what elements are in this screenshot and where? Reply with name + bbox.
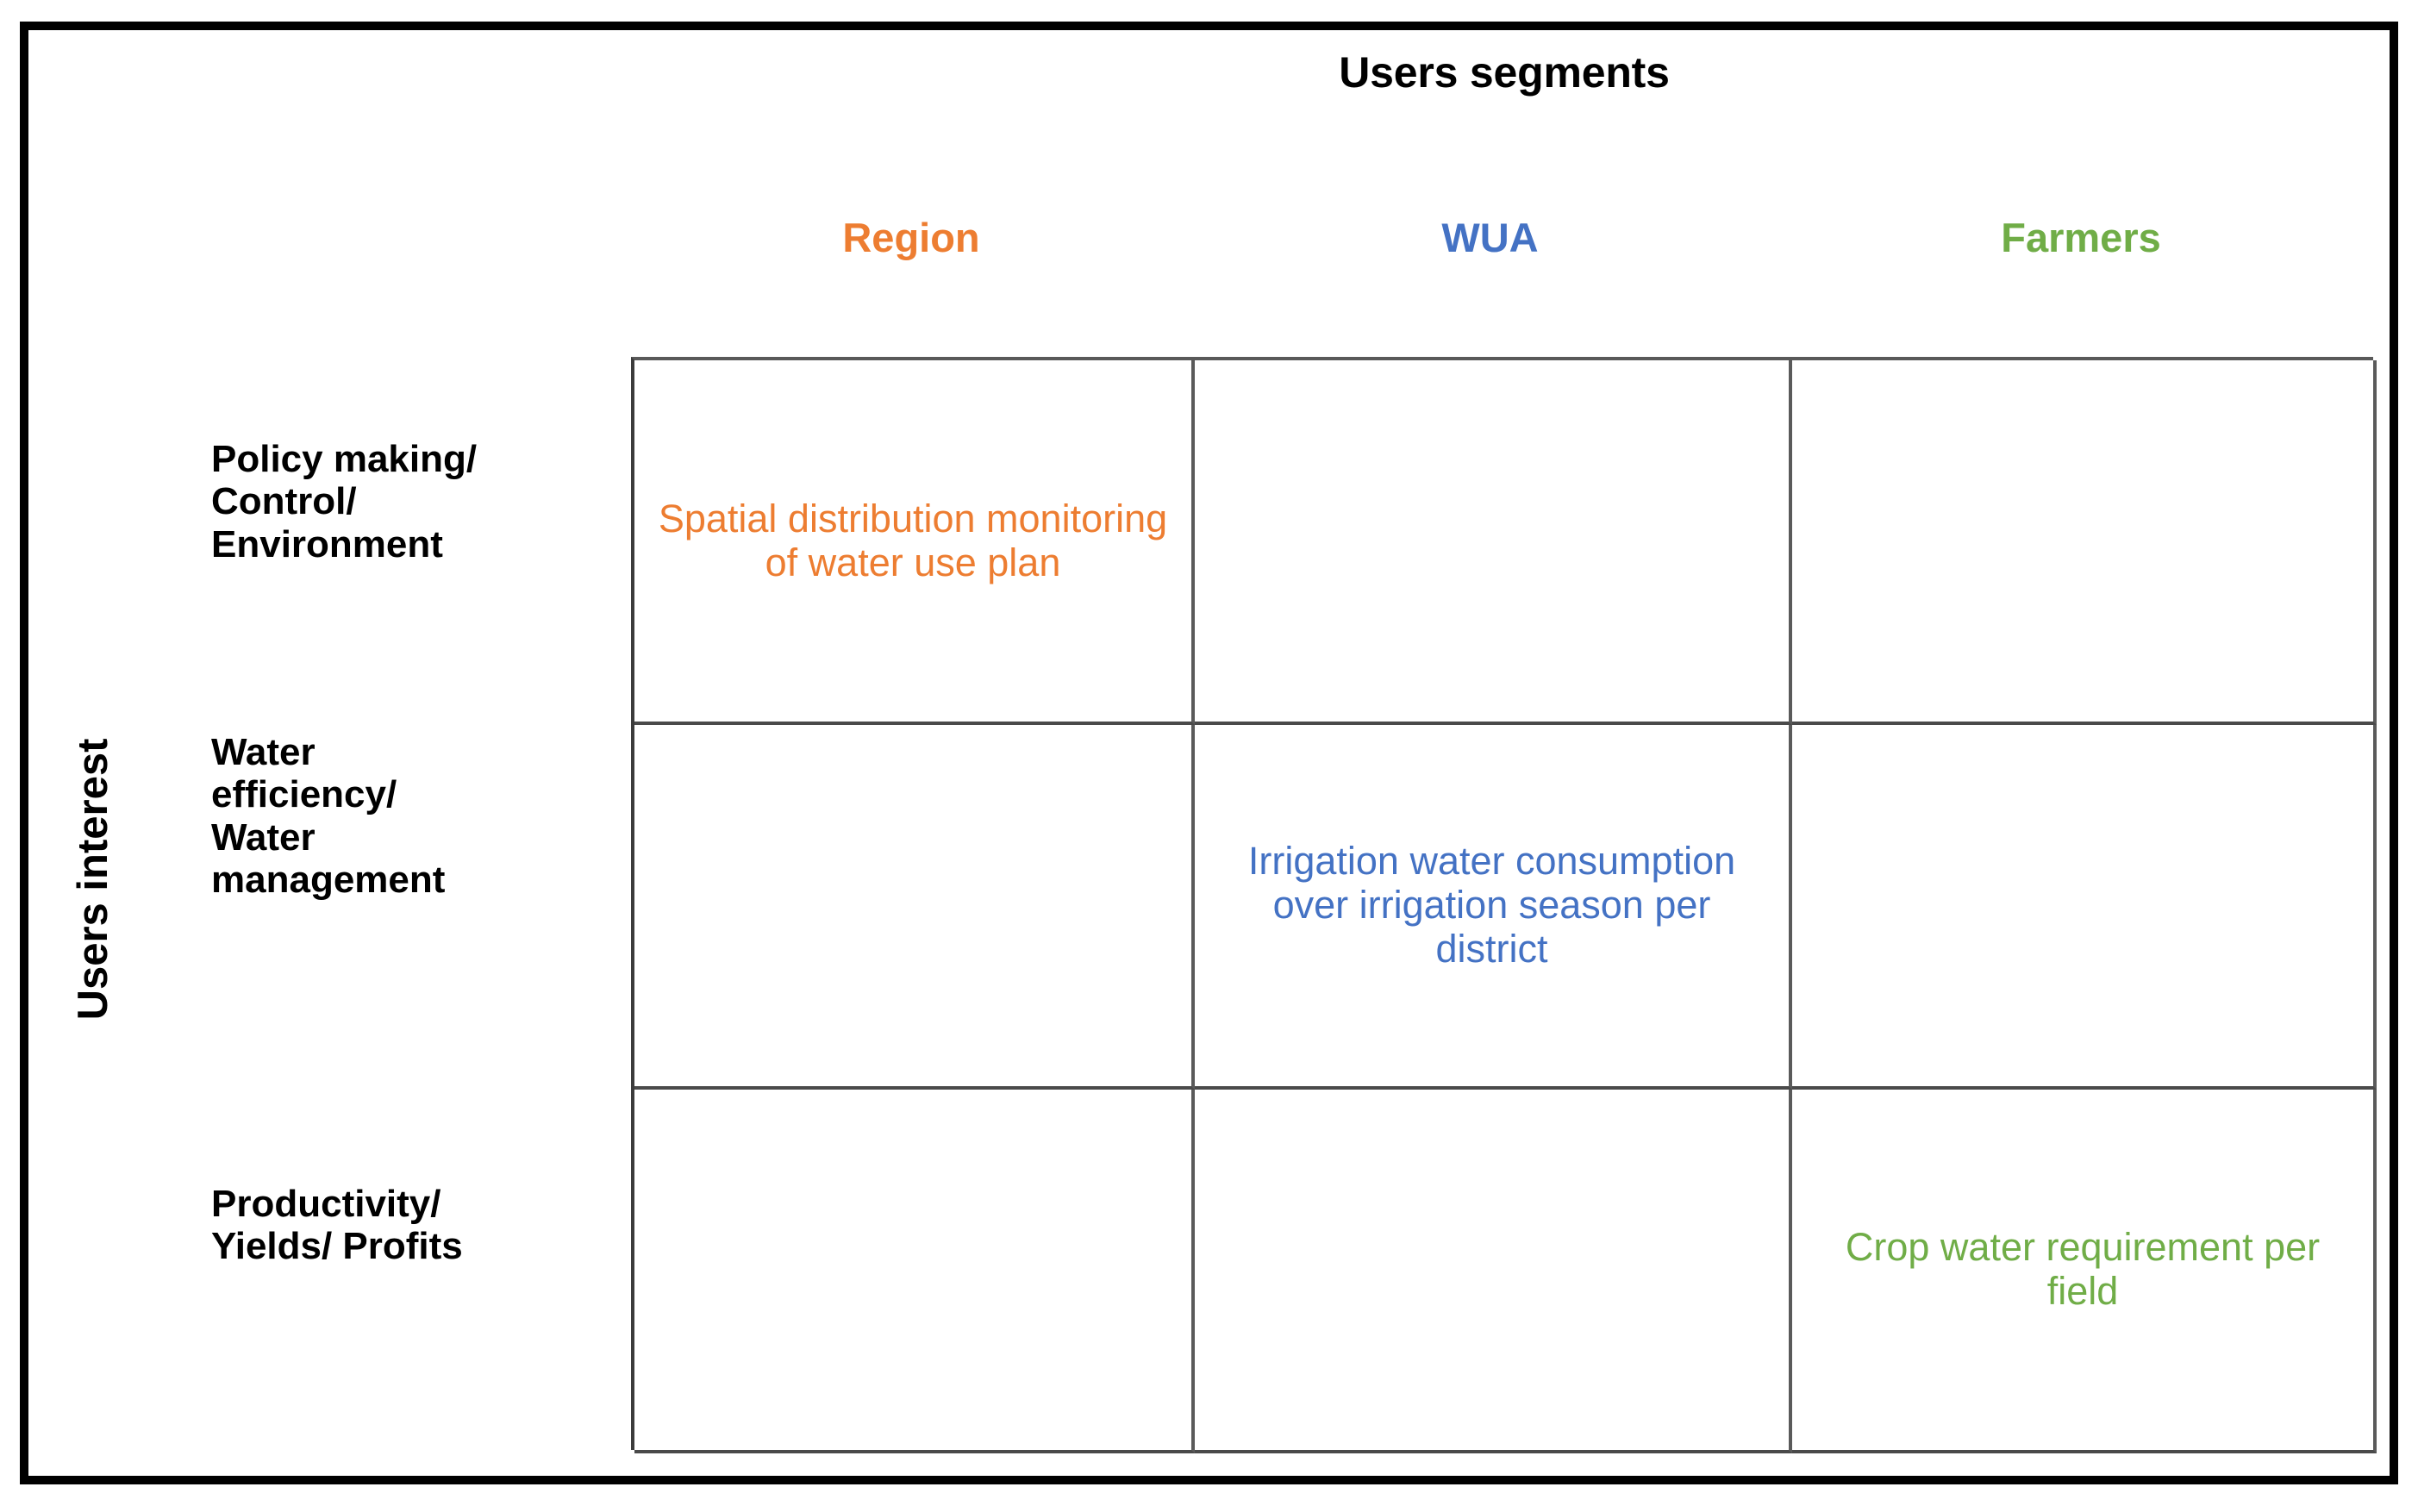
matrix-cell-policy-farmers [1792,360,2377,725]
users-interest-axis-label: Users interest [52,655,134,1103]
row-label-productivity: Productivity/ Yields/ Profits [211,1183,616,1268]
column-header-wua: WUA [1441,215,1539,260]
row-label-line: efficiency/ [211,773,397,816]
matrix-cell-productivity-farmers: Crop water requirement per field [1792,1090,2377,1453]
row-label-line: Productivity/ [211,1183,441,1225]
matrix-cell-productivity-region [634,1090,1195,1453]
cell-text: Crop water requirement per field [1845,1225,2321,1313]
diagram-frame [20,22,2398,1484]
axis-label-text: Users interest [70,738,116,1021]
matrix-cell-policy-region: Spatial distribution monitoring of water… [634,360,1195,725]
row-label-line: Yields/ Profits [211,1225,463,1268]
row-label-policy-making: Policy making/ Control/ Environment [211,438,616,565]
matrix-cell-policy-wua [1195,360,1792,725]
column-header-farmers: Farmers [2001,215,2161,260]
column-header-region: Region [842,215,980,260]
matrix-cell-water-farmers [1792,725,2377,1090]
matrix-cell-water-wua: Irrigation water consumption over irriga… [1195,725,1792,1090]
row-label-line: management [211,858,446,901]
row-label-line: Control/ [211,480,357,523]
row-label-line: Water [211,815,316,859]
row-label-water-efficiency: Water efficiency/ Water management [211,731,616,901]
matrix-cell-productivity-wua [1195,1090,1792,1453]
row-label-line: Policy making/ [211,438,478,480]
row-label-line: Environment [211,522,443,565]
row-label-line: Water [211,731,316,773]
cell-text: Spatial distribution monitoring of water… [658,496,1168,584]
matrix-cell-water-region [634,725,1195,1090]
cell-text: Irrigation water consumption over irriga… [1247,839,1736,971]
matrix-grid: Spatial distribution monitoring of water… [631,357,2377,1453]
page-title: Users segments [1339,48,1670,97]
